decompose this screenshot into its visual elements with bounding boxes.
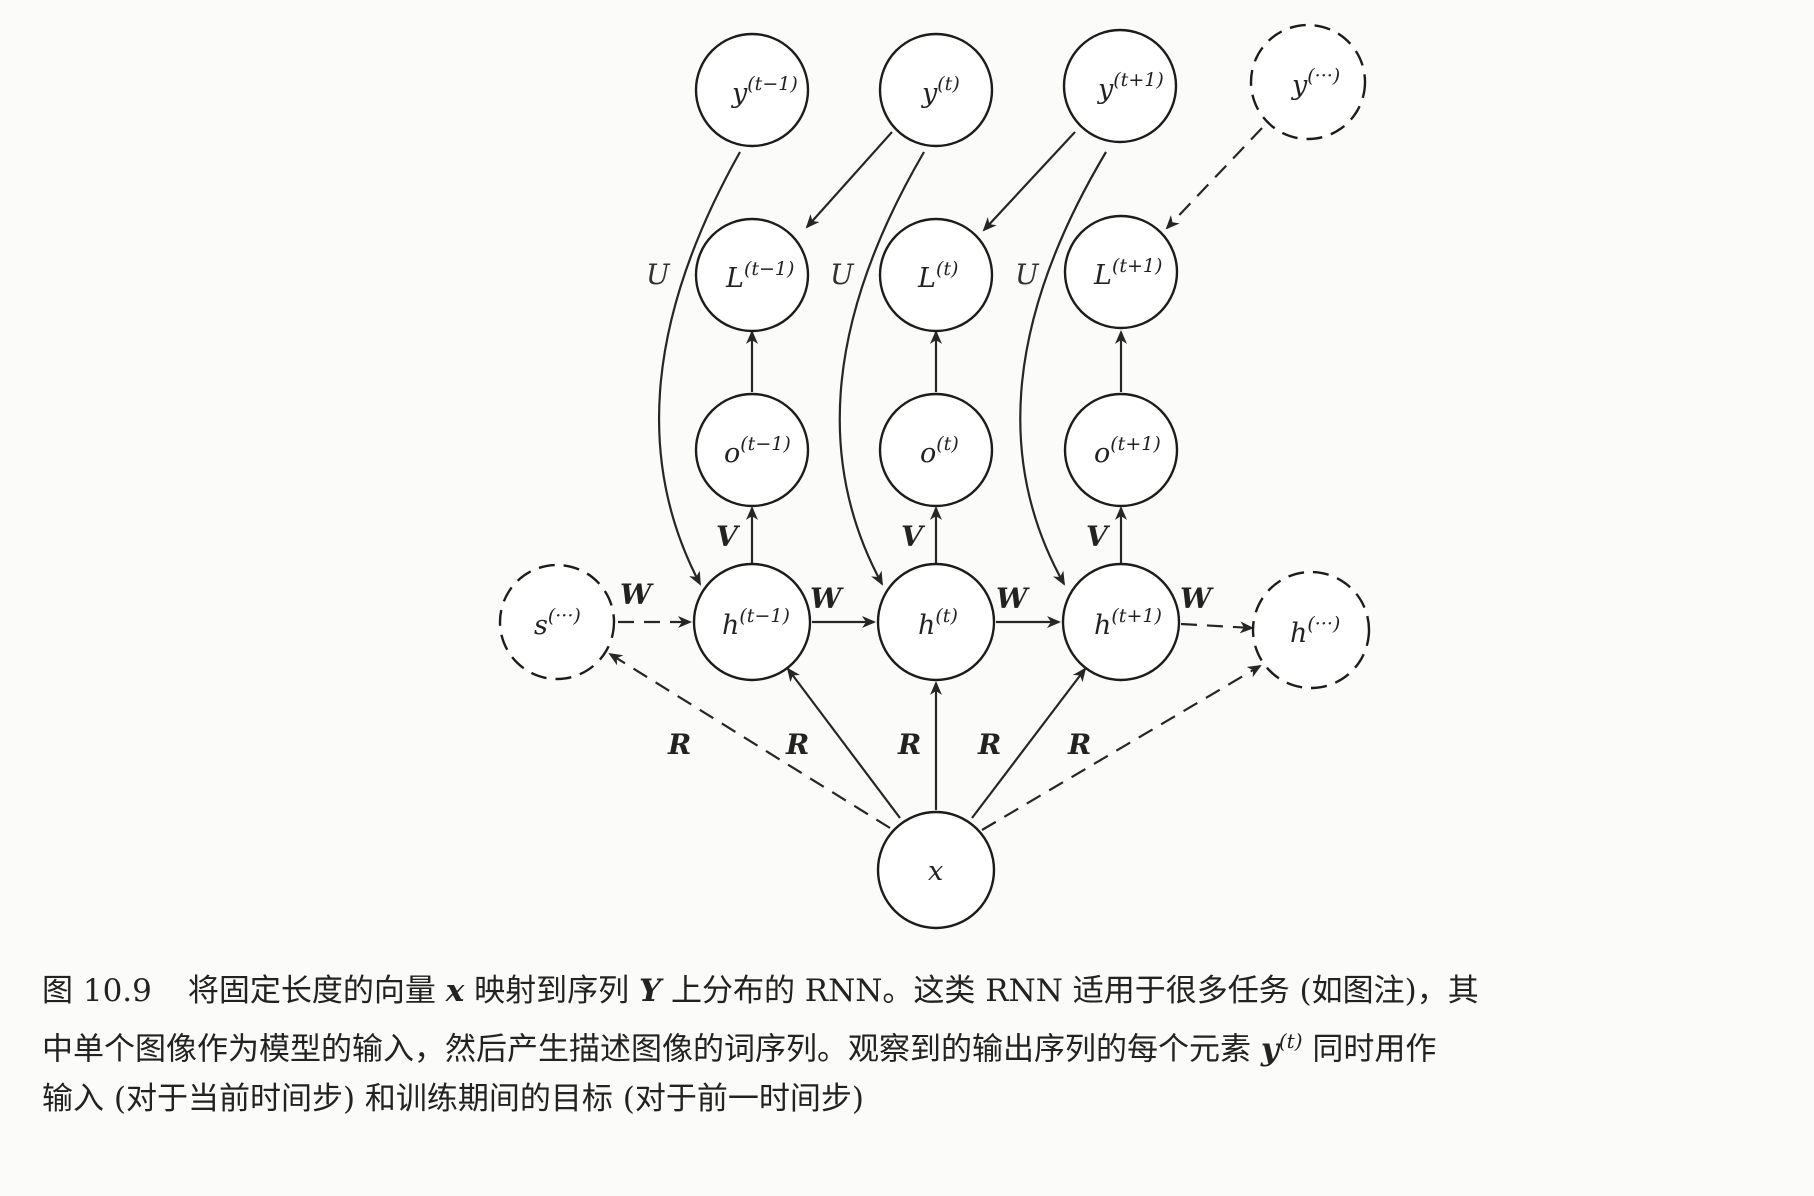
svg-text:y(t): y(t) (921, 73, 960, 109)
edge-label-v-2: V (901, 520, 926, 553)
node-h-t: h(t) (876, 562, 996, 682)
node-l-prev: L(t−1) (694, 217, 810, 333)
edge-y-next-to-l-t (982, 131, 1076, 232)
node-y-next: y(t+1) (1062, 28, 1178, 144)
node-y-prev: y(t−1) (694, 32, 810, 148)
svg-text:s(···): s(···) (534, 605, 581, 641)
edge-w-h-next-to-h-more (1180, 621, 1254, 634)
edge-label-v-3: V (1086, 520, 1111, 553)
node-o-t: o(t) (878, 392, 994, 508)
edge-u-y-prev-to-h-prev (658, 151, 741, 586)
edge-r-x-to-h-prev (786, 667, 901, 819)
edge-u-y-next-to-h-next (1019, 151, 1107, 586)
edge-label-w-2: W (810, 582, 844, 615)
svg-text:h(t+1): h(t+1) (1094, 605, 1162, 641)
node-h-more: h(···) (1251, 570, 1371, 690)
edge-label-u-1: U (646, 258, 671, 291)
svg-text:o(t+1): o(t+1) (1094, 433, 1161, 469)
svg-text:y(···): y(···) (1291, 65, 1340, 101)
node-h-prev: h(t−1) (692, 562, 812, 682)
figure-caption: 图 10.9 将固定长度的向量 x 映射到序列 Y 上分布的 RNN。这类 RNN… (42, 966, 1802, 1124)
node-l-t: L(t) (878, 217, 994, 333)
math-y-superscript: (t) (1278, 1029, 1303, 1053)
caption-text: 上分布的 RNN。这类 RNN 适用于很多任务 (如图注)，其 (670, 973, 1479, 1009)
node-l-next: L(t+1) (1063, 214, 1179, 330)
caption-line-3: 输入 (对于当前时间步) 和训练期间的目标 (对于前一时间步) (42, 1081, 864, 1118)
svg-text:L(t+1): L(t+1) (1093, 255, 1162, 291)
node-x: x (876, 810, 996, 930)
caption-text: 同时用作 (1312, 1031, 1437, 1068)
svg-text:h(···): h(···) (1290, 613, 1340, 649)
caption-line-2: 中单个图像作为模型的输入，然后产生描述图像的词序列。观察到的输出序列的每个元素 … (42, 1016, 1802, 1074)
edge-r-x-to-h-more (981, 664, 1262, 831)
math-Y: Y (638, 973, 662, 1009)
svg-text:L(t): L(t) (917, 258, 958, 294)
figure-number: 图 10.9 (42, 973, 152, 1009)
caption-text: 中单个图像作为模型的输入，然后产生描述图像的词序列。观察到的输出序列的每个元素 (42, 1031, 1251, 1068)
math-y: y (1260, 1031, 1279, 1068)
caption-text: 映射到序列 (474, 973, 630, 1009)
edge-label-w-3: W (996, 582, 1030, 615)
edge-label-r-5: R (1067, 728, 1091, 761)
edge-label-w-1: W (620, 578, 654, 611)
edge-label-r-2: R (785, 728, 809, 761)
edge-u-y-t-to-h-t (838, 151, 925, 586)
math-x: x (445, 973, 465, 1009)
edge-label-v-1: V (716, 520, 741, 553)
svg-text:y(t+1): y(t+1) (1097, 69, 1164, 105)
caption-line-1: 图 10.9 将固定长度的向量 x 映射到序列 Y 上分布的 RNN。这类 RNN… (42, 966, 1802, 1016)
edge-label-u-3: U (1015, 258, 1040, 291)
rnn-diagram: y(t−1) y(t) y(t+1) y(···) L(t−1) L(t) (498, 23, 1371, 930)
node-s-more: s(···) (498, 563, 616, 681)
edge-label-r-1: R (667, 728, 691, 761)
edge-r-x-to-h-next (971, 667, 1087, 819)
edge-y-t-to-l-prev (805, 131, 893, 229)
edge-label-u-2: U (830, 258, 855, 291)
caption-text: 将固定长度的向量 (187, 973, 436, 1009)
node-o-next: o(t+1) (1063, 392, 1179, 508)
svg-text:h(t−1): h(t−1) (722, 605, 790, 641)
svg-text:L(t−1): L(t−1) (725, 258, 794, 294)
svg-text:y(t−1): y(t−1) (731, 73, 798, 109)
svg-text:h(t): h(t) (918, 605, 958, 641)
svg-text:x: x (928, 856, 943, 887)
edge-label-r-4: R (977, 728, 1001, 761)
edge-y-more-to-l-next (1165, 127, 1263, 230)
edge-label-r-3: R (897, 728, 921, 761)
node-y-more: y(···) (1249, 23, 1367, 141)
svg-text:o(t): o(t) (920, 433, 959, 469)
node-y-t: y(t) (878, 32, 994, 148)
edge-label-w-4: W (1180, 582, 1214, 615)
edge-r-x-to-s (608, 652, 891, 829)
node-h-next: h(t+1) (1061, 562, 1181, 682)
svg-text:o(t−1): o(t−1) (724, 433, 791, 469)
node-o-prev: o(t−1) (694, 392, 810, 508)
